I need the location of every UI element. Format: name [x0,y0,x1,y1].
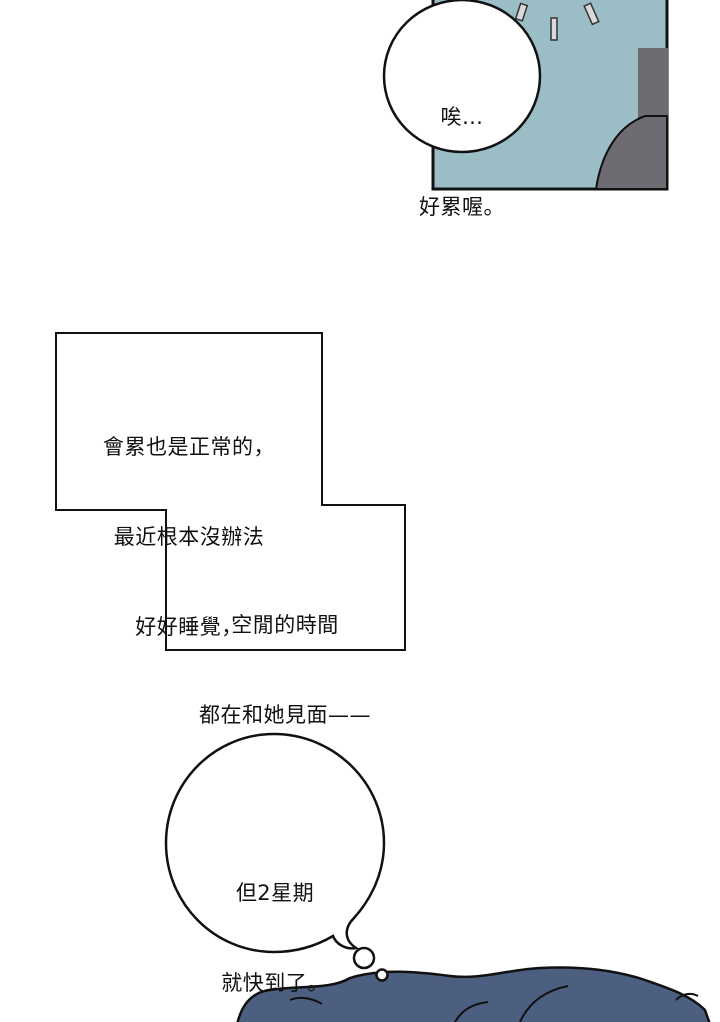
speech-bubble-top [382,0,542,154]
panel-dark-shape [594,115,668,190]
thought-line-1: 但2星期 [235,881,315,905]
caption-text-part1: 會累也是正常的， 最近根本沒辦法 好好睡覺， [56,372,322,702]
thought-trail-small [375,968,389,982]
debris-mark-3 [583,2,600,26]
speech-line-2: 好累喔。 [419,195,505,219]
caption-line-5: 都在和她見面—— [199,703,371,727]
speech-line-1: 唉… [440,105,484,129]
thought-trail-large [352,946,376,970]
thought-bubble-body [164,732,386,954]
caption-box [55,332,406,651]
caption-line-2: 最近根本沒辦法 [113,525,265,549]
thought-bubble-text: 但2星期 就快到了。 [166,818,384,1022]
debris-mark-2 [550,17,558,41]
debris-mark-1 [514,2,529,22]
caption-line-4: 空閒的時間 [231,613,339,637]
blanket-shape [236,966,711,1022]
caption-line-1: 會累也是正常的， [103,435,275,459]
panel-dark-block [638,48,668,118]
thought-line-2: 就快到了。 [221,971,329,995]
blanket-fold-3 [519,985,569,1022]
thought-bubble [164,732,389,982]
caption-text-part2: 空閒的時間 都在和她見面—— [166,550,404,790]
blanket-fold-1 [289,996,323,1005]
blanket-fold-4 [675,992,699,1001]
blanket-fold-2 [454,1001,489,1022]
speech-bubble-text: 唉… 好累喔。 [384,42,540,282]
blanket-figure [236,966,711,1022]
caption-line-3: 好好睡覺， [135,615,243,639]
